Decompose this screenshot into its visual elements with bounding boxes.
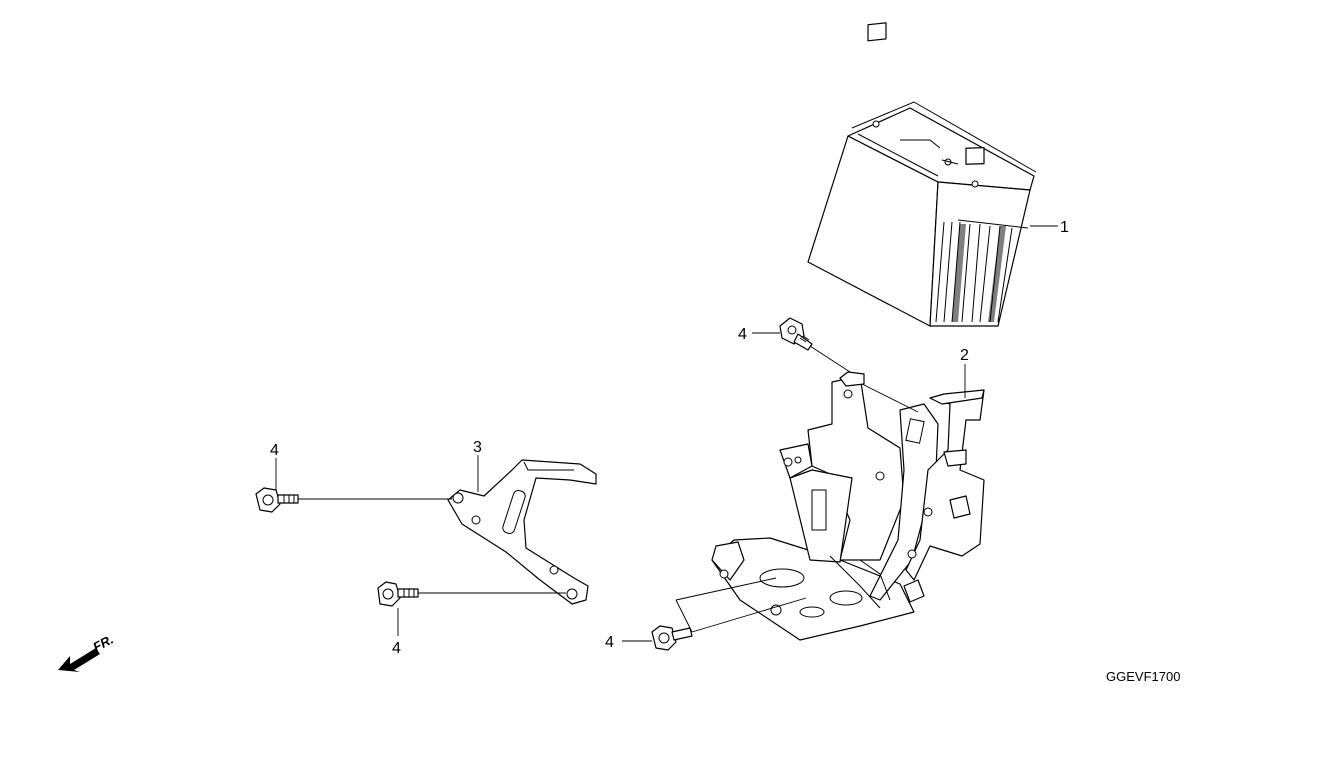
callout-bolt-left-upper: 4: [270, 442, 279, 459]
callout-bolt-left-lower: 4: [392, 640, 401, 657]
callout-stay: 3: [473, 439, 482, 456]
bolt-left-upper[interactable]: [255, 487, 299, 513]
bolt-top[interactable]: [779, 317, 813, 351]
bolt-bottom[interactable]: [651, 625, 693, 651]
leader-lines: [275, 225, 1058, 642]
callout-bolt-bottom: 4: [605, 634, 614, 651]
battery[interactable]: [807, 22, 1037, 327]
bolt-left-lower[interactable]: [377, 581, 419, 607]
battery-box[interactable]: [711, 371, 985, 641]
callout-battery: 1: [1060, 219, 1069, 236]
stay[interactable]: [447, 459, 597, 605]
callout-battery-box: 2: [960, 347, 969, 364]
diagram-code: GGEVF1700: [1106, 669, 1180, 684]
callout-bolt-top: 4: [738, 326, 747, 343]
front-direction-arrow-icon: [58, 648, 100, 672]
